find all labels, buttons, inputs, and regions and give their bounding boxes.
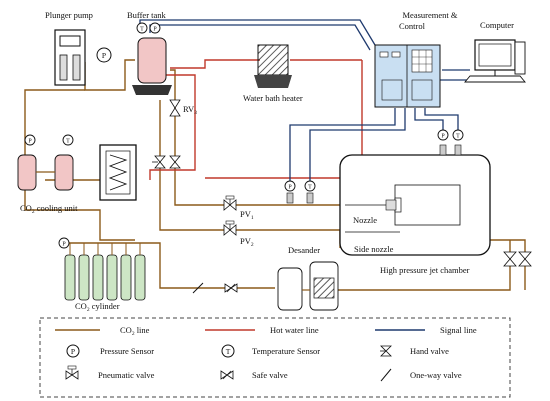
legend-safe-valve: Safe valve xyxy=(252,370,288,380)
label-pv1: PV1 xyxy=(240,209,254,221)
legend-temperature-sensor: Temperature Sensor xyxy=(252,346,320,356)
pneumatic-valve-pv1 xyxy=(223,195,237,211)
label-co2-cooling-unit: CO2 cooling unit xyxy=(20,203,78,215)
legend-safe-valve-icon xyxy=(220,370,234,380)
buffer-tank: T P xyxy=(132,22,172,95)
label-desander: Desander xyxy=(288,245,320,255)
legend-pneumatic-valve-icon xyxy=(65,365,79,380)
pneumatic-valve-pv2 xyxy=(223,220,237,236)
label-nozzle: Nozzle xyxy=(353,215,377,225)
legend-pressure-icon: P xyxy=(71,347,75,356)
label-co2-cylinder: CO2 cylinder xyxy=(75,301,120,313)
computer xyxy=(464,39,526,83)
tank-temp-symbol: T xyxy=(140,27,144,33)
label-computer: Computer xyxy=(480,20,514,30)
cylinder-pressure-symbol: P xyxy=(62,242,66,248)
legend-co2-line: CO2 line xyxy=(120,325,150,337)
relief-valve-rv3 xyxy=(169,99,181,117)
bottom-line-valves xyxy=(192,282,238,294)
legend-hot-water-line: Hot water line xyxy=(270,325,319,335)
co2-cooling-unit: P T xyxy=(17,134,137,201)
chamber-temp-symbol: T xyxy=(456,134,460,140)
nozzle-pressure-symbol: P xyxy=(288,185,292,191)
nozzle-temp-symbol: T xyxy=(308,185,312,191)
co2-cylinders: P xyxy=(58,237,146,301)
legend-pressure-sensor: Pressure Sensor xyxy=(100,346,154,356)
water-bath-heater xyxy=(254,44,292,88)
legend-one-way-valve-icon xyxy=(380,368,392,382)
legend-one-way-valve: One-way valve xyxy=(410,370,462,380)
signal-lines xyxy=(139,19,470,182)
legend-signal-line: Signal line xyxy=(440,325,477,335)
cooler-temp-symbol: T xyxy=(66,139,70,145)
label-water-bath-heater: Water bath heater xyxy=(243,93,303,103)
desander xyxy=(277,261,339,311)
legend-pneumatic-valve: Pneumatic valve xyxy=(98,370,155,380)
pump-pressure-symbol: P xyxy=(102,51,106,60)
label-rv3: RV3 xyxy=(183,104,197,116)
label-control: Control xyxy=(399,21,426,31)
hand-valves-vertical xyxy=(152,155,181,169)
label-pv2: PV2 xyxy=(240,236,254,248)
measurement-control-panel xyxy=(374,44,441,108)
plunger-pump: P xyxy=(54,29,112,86)
legend: CO2 line Hot water line Signal line P Pr… xyxy=(39,317,511,398)
legend-hand-valve-icon xyxy=(380,345,392,357)
label-buffer-tank: Buffer tank xyxy=(127,10,167,20)
tank-pressure-symbol: P xyxy=(153,27,157,33)
label-jet-chamber: High pressure jet chamber xyxy=(380,265,470,275)
label-plunger-pump: Plunger pump xyxy=(45,10,93,20)
jet-chamber: P T P T xyxy=(284,129,532,267)
chamber-pressure-symbol: P xyxy=(441,134,445,140)
label-side-nozzle: Side nozzle xyxy=(354,244,394,254)
label-measurement: Measurement & xyxy=(403,10,458,20)
cooler-pressure-symbol: P xyxy=(28,139,32,145)
legend-temperature-icon: T xyxy=(226,347,231,356)
legend-hand-valve: Hand valve xyxy=(410,346,449,356)
